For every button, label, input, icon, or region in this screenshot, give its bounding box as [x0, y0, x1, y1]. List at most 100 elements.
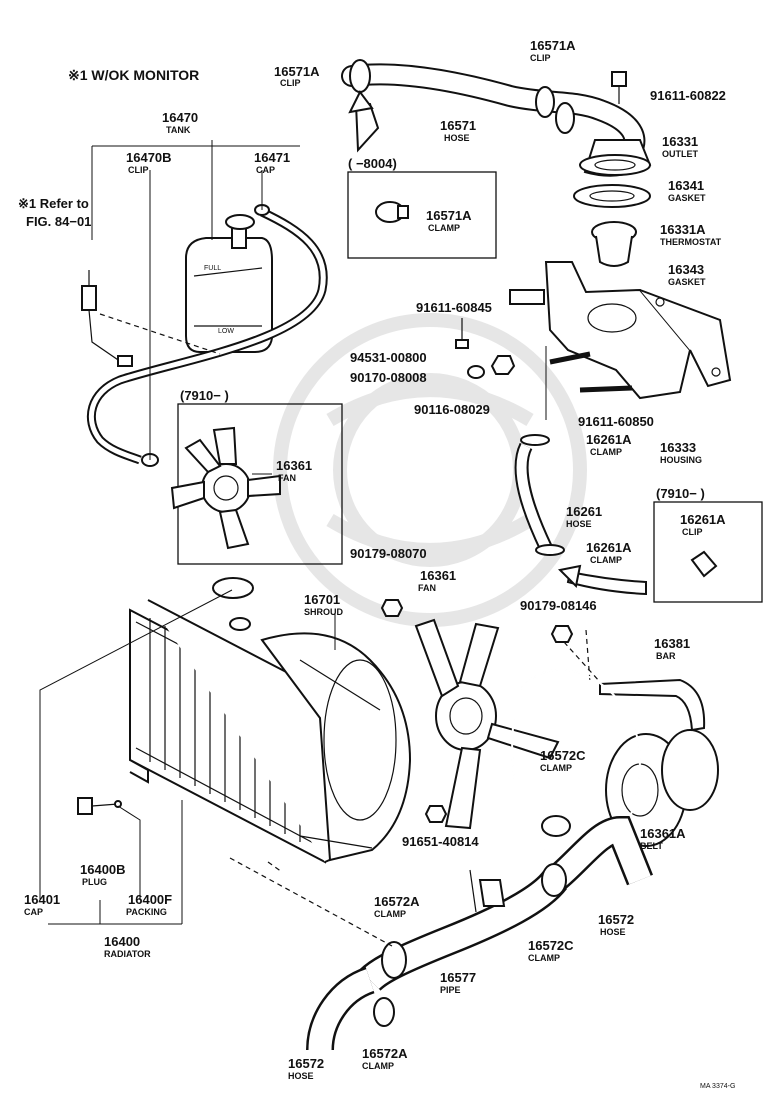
drain-plug — [77, 797, 122, 815]
refer-line1: ※1 Refer to — [18, 196, 89, 211]
outlet — [579, 139, 652, 177]
level-sensor — [81, 270, 221, 367]
bolt-91611-60850 — [579, 385, 633, 393]
label-p90179_08070-number: 90179-08070 — [350, 546, 427, 561]
labels: 16571ACLIP16571ACLIP16571HOSE91611-60822… — [24, 38, 726, 1081]
arrow-up — [348, 90, 374, 114]
label-p16470-number: 16470 — [162, 110, 198, 125]
label-p91611_60845-number: 91611-60845 — [416, 300, 492, 315]
label-p16381-name: BAR — [656, 651, 676, 661]
label-p91611_60822-number: 91611-60822 — [650, 88, 726, 103]
label-p16701-name: SHROUD — [304, 607, 344, 617]
label-p16471-number: 16471 — [254, 150, 290, 165]
radiator-cap — [212, 577, 254, 599]
label-p16572_bottom-number: 16572 — [288, 1056, 324, 1071]
clamp-16261a-upper — [520, 434, 550, 446]
nut-90179-08146 — [550, 625, 574, 643]
label-p91651_40814-number: 91651-40814 — [402, 834, 479, 849]
bar-16381 — [599, 678, 706, 732]
fan-box-fan — [170, 426, 281, 550]
upper-hose — [341, 59, 646, 161]
label-p16572c_up-name: CLAMP — [540, 763, 572, 773]
label-p16361_box-name: FAN — [278, 473, 296, 483]
hose-16572-right — [547, 818, 651, 889]
label-p16572a_up-number: 16572A — [374, 894, 420, 909]
label-p16381-number: 16381 — [654, 636, 690, 651]
label-p16261a_box-name: CLIP — [682, 527, 703, 537]
label-p16343-name: GASKET — [668, 277, 706, 287]
label-p16470b-number: 16470B — [126, 150, 172, 165]
clamp-box — [347, 171, 497, 259]
label-p16361-name: FAN — [418, 583, 436, 593]
label-p16572a_bottom-number: 16572A — [362, 1046, 408, 1061]
label-p16571a_top-number: 16571A — [530, 38, 576, 53]
thermostat — [591, 221, 637, 267]
reservoir-tank: FULL LOW — [185, 214, 273, 353]
label-p16571a_left-number: 16571A — [274, 64, 320, 79]
label-p16572c_low-number: 16572C — [528, 938, 574, 953]
clamp-16261a-lower — [535, 544, 565, 556]
stud-90116 — [549, 351, 591, 365]
gasket-16341 — [573, 184, 651, 208]
clamp-16572a-lower — [373, 997, 395, 1027]
fan-shroud — [260, 632, 412, 862]
label-p16571-number: 16571 — [440, 118, 476, 133]
label-p16572c_up-number: 16572C — [540, 748, 586, 763]
refer-line2: FIG. 84−01 — [26, 214, 91, 229]
label-p16333-number: 16333 — [660, 440, 696, 455]
label-p16572_bottom-name: HOSE — [288, 1071, 314, 1081]
label-p16361-number: 16361 — [420, 568, 456, 583]
label-p16401-number: 16401 — [24, 892, 60, 907]
clamp-box-name: CLAMP — [428, 223, 460, 233]
clip-box — [653, 501, 763, 603]
label-p16572a_up-name: CLAMP — [374, 909, 406, 919]
label-p16331-number: 16331 — [662, 134, 698, 149]
hose-16572-bottom — [308, 969, 375, 1051]
clip-box-icon — [690, 550, 718, 578]
label-p16572c_low-name: CLAMP — [528, 953, 560, 963]
label-p16361_box-number: 16361 — [276, 458, 312, 473]
label-p16333-name: HOUSING — [660, 455, 702, 465]
label-p16400-number: 16400 — [104, 934, 140, 949]
label-p90179_08146-number: 90179-08146 — [520, 598, 597, 613]
label-p16400-name: RADIATOR — [104, 949, 151, 959]
label-p90116_08029-number: 90116-08029 — [414, 402, 490, 417]
watermark — [273, 313, 587, 627]
label-p16261a_main-number: 16261A — [586, 432, 632, 447]
label-p16470b-name: CLIP — [128, 165, 149, 175]
label-p16701-number: 16701 — [304, 592, 340, 607]
label-p16341-number: 16341 — [668, 178, 704, 193]
figure-code: MA 3374-G — [700, 1083, 735, 1090]
label-p16331-name: OUTLET — [662, 149, 698, 159]
tank-low-mark: LOW — [218, 328, 234, 335]
clamp-16572a-upper — [381, 941, 407, 979]
fan-box — [177, 403, 343, 565]
label-p16471-name: CAP — [256, 165, 275, 175]
label-p16400f-name: PACKING — [126, 907, 167, 917]
bolt-91611-60822 — [611, 71, 627, 104]
clamp-16572c-upper — [541, 815, 571, 837]
label-p16261-number: 16261 — [566, 504, 602, 519]
water-housing — [509, 261, 732, 400]
label-p16470-name: TANK — [166, 125, 191, 135]
nut-90179-08070 — [380, 599, 404, 617]
label-p16331a-name: THERMOSTAT — [660, 237, 722, 247]
arrow-left — [557, 564, 582, 589]
label-p90170_08008-number: 90170-08008 — [350, 370, 427, 385]
label-p94531_00800-number: 94531-00800 — [350, 350, 427, 365]
clip-box-title: (7910− ) — [656, 486, 705, 501]
bolt-91651-40814 — [424, 805, 448, 823]
label-p16572_right-number: 16572 — [598, 912, 634, 927]
label-p16400f-number: 16400F — [128, 892, 172, 907]
label-p16577-number: 16577 — [440, 970, 476, 985]
nut-94531 — [490, 355, 516, 375]
label-p91611_60850-number: 91611-60850 — [578, 414, 654, 429]
label-p16261a_lower-number: 16261A — [586, 540, 632, 555]
label-p16341-name: GASKET — [668, 193, 706, 203]
label-p16571-name: HOSE — [444, 133, 470, 143]
label-p16572_right-name: HOSE — [600, 927, 626, 937]
clamp-box-num: 16571A — [426, 208, 472, 223]
label-p16571a_top-name: CLIP — [530, 53, 551, 63]
